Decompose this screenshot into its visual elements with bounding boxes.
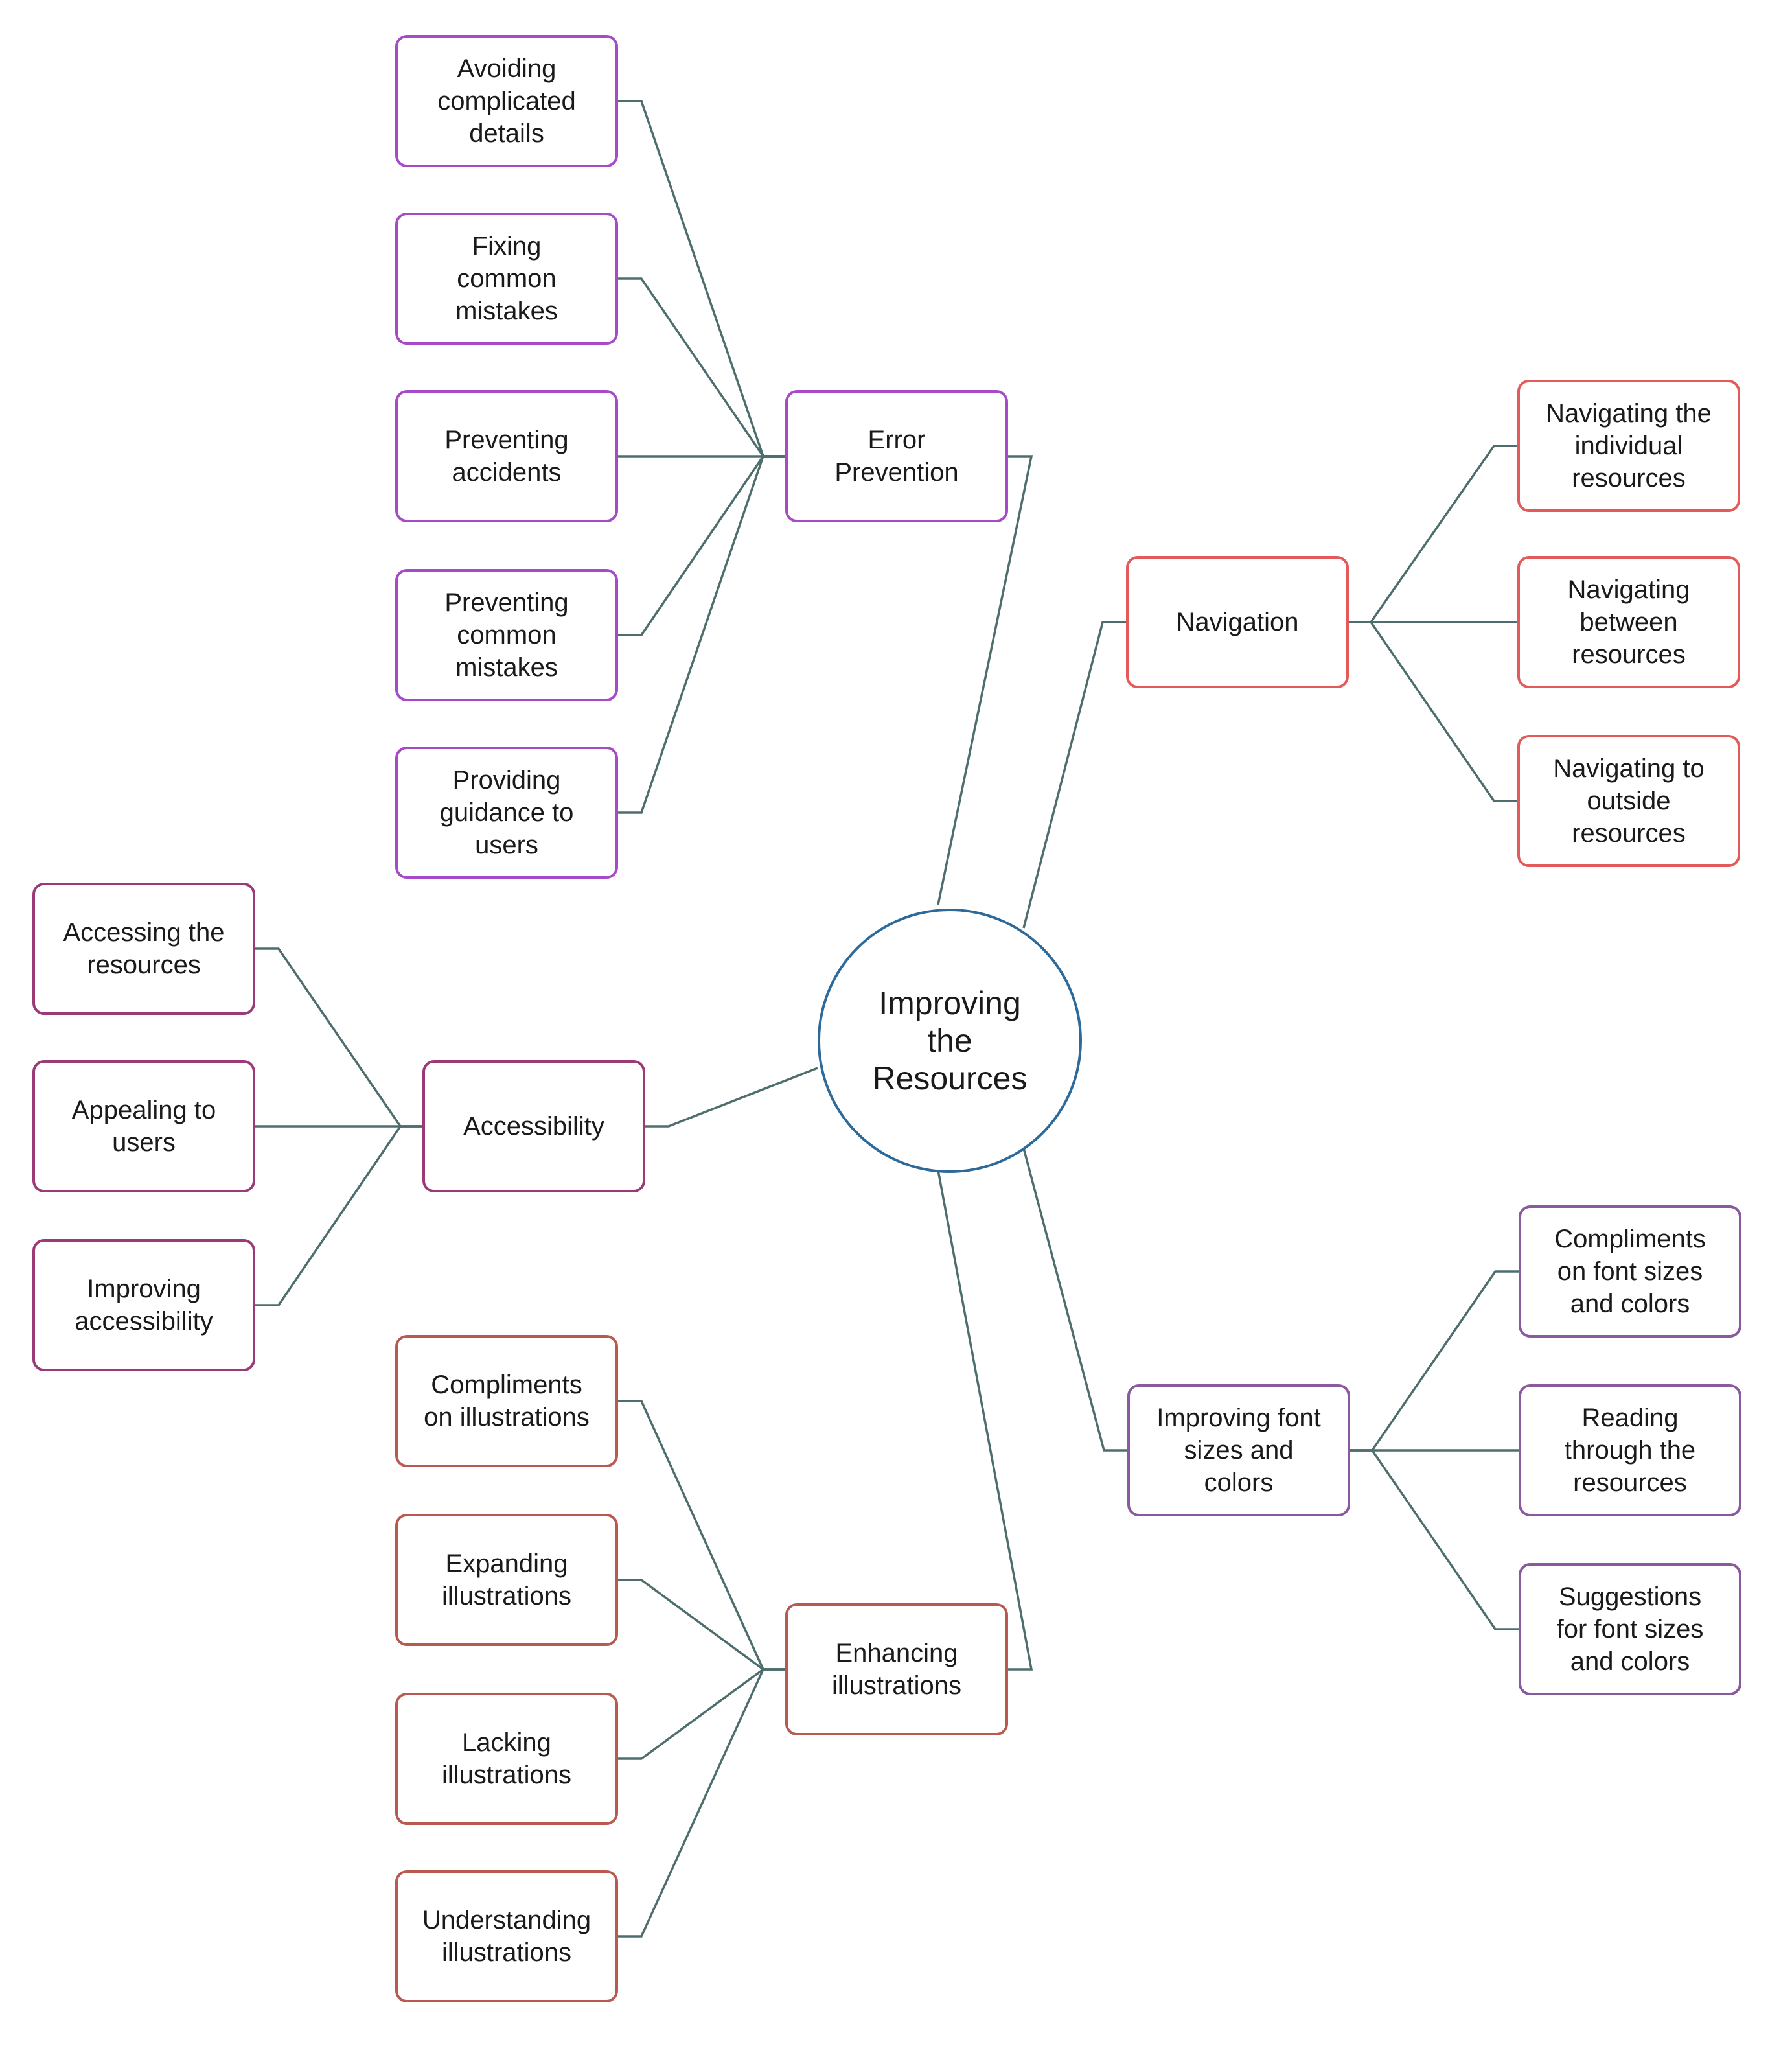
leaf-node-navigating-the-individual-resources[interactable]: Navigating the individual resources <box>1517 380 1740 512</box>
connector-illustrations-to-root <box>937 1170 1033 1671</box>
connector-navigating-to-outside-resources <box>1349 621 1517 802</box>
connector-avoiding-complicated-details <box>618 100 785 458</box>
leaf-node-preventing-accidents[interactable]: Preventing accidents <box>395 390 618 522</box>
connector-navigation-to-root <box>1022 621 1126 929</box>
leaf-node-reading-through-the-resources[interactable]: Reading through the resources <box>1519 1384 1741 1516</box>
branch-node-font-sizes[interactable]: Improving font sizes and colors <box>1127 1384 1350 1516</box>
connector-suggestions-for-font-sizes-and-colors <box>1350 1449 1519 1630</box>
branch-node-accessibility[interactable]: Accessibility <box>422 1060 645 1192</box>
connector-accessibility-to-root <box>645 1067 818 1128</box>
leaf-node-navigating-to-outside-resources[interactable]: Navigating to outside resources <box>1517 735 1740 867</box>
branch-node-illustrations[interactable]: Enhancing illustrations <box>785 1603 1008 1735</box>
connector-lacking-illustrations <box>618 1668 785 1760</box>
connector-font-sizes-to-root <box>1022 1148 1127 1452</box>
leaf-node-fixing-common-mistakes[interactable]: Fixing common mistakes <box>395 213 618 345</box>
connector-understanding-illustrations <box>618 1668 785 1938</box>
leaf-node-preventing-common-mistakes[interactable]: Preventing common mistakes <box>395 569 618 701</box>
leaf-node-suggestions-for-font-sizes-and-colors[interactable]: Suggestions for font sizes and colors <box>1519 1563 1741 1695</box>
leaf-node-compliments-on-font-sizes-and-colors[interactable]: Compliments on font sizes and colors <box>1519 1205 1741 1338</box>
leaf-node-lacking-illustrations[interactable]: Lacking illustrations <box>395 1693 618 1825</box>
root-node[interactable]: Improving the Resources <box>818 909 1082 1173</box>
connector-compliments-on-font-sizes-and-colors <box>1350 1270 1519 1452</box>
leaf-node-expanding-illustrations[interactable]: Expanding illustrations <box>395 1514 618 1646</box>
leaf-node-understanding-illustrations[interactable]: Understanding illustrations <box>395 1870 618 2002</box>
leaf-node-improving-accessibility[interactable]: Improving accessibility <box>32 1239 255 1371</box>
connector-fixing-common-mistakes <box>618 277 785 458</box>
connector-expanding-illustrations <box>618 1579 785 1671</box>
leaf-node-navigating-between-resources[interactable]: Navigating between resources <box>1517 556 1740 688</box>
connector-preventing-common-mistakes <box>618 455 785 636</box>
connector-accessing-the-resources <box>255 947 422 1128</box>
connector-error-prevention-to-root <box>937 455 1033 905</box>
leaf-node-accessing-the-resources[interactable]: Accessing the resources <box>32 883 255 1015</box>
connector-compliments-on-illustrations <box>618 1400 785 1671</box>
connector-improving-accessibility <box>255 1125 422 1306</box>
connector-navigating-the-individual-resources <box>1349 445 1517 623</box>
branch-node-navigation[interactable]: Navigation <box>1126 556 1349 688</box>
leaf-node-compliments-on-illustrations[interactable]: Compliments on illustrations <box>395 1335 618 1467</box>
connector-providing-guidance-to-users <box>618 455 785 814</box>
leaf-node-appealing-to-users[interactable]: Appealing to users <box>32 1060 255 1192</box>
leaf-node-providing-guidance-to-users[interactable]: Providing guidance to users <box>395 747 618 879</box>
branch-node-error-prevention[interactable]: Error Prevention <box>785 390 1008 522</box>
leaf-node-avoiding-complicated-details[interactable]: Avoiding complicated details <box>395 35 618 167</box>
